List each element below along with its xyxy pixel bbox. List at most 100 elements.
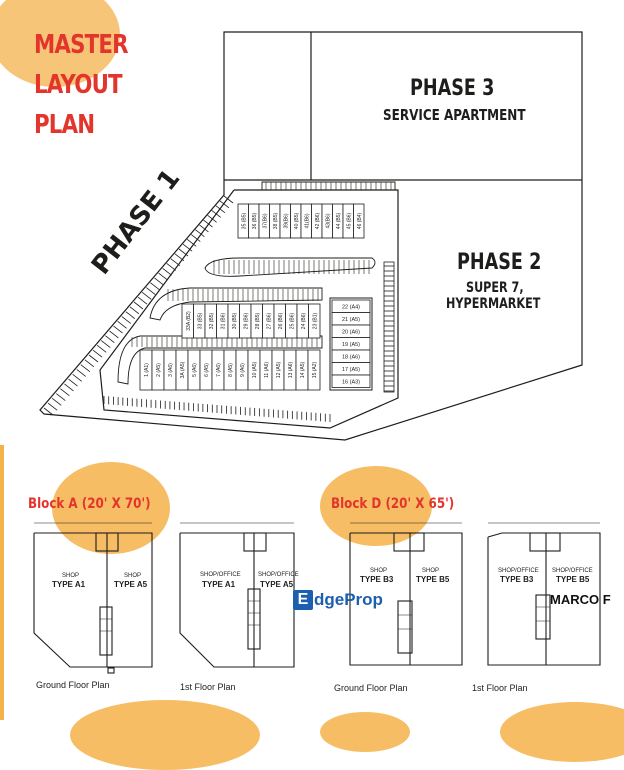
lot-label: 12 (A5) (276, 361, 282, 378)
block-a-title: Block A (20' X 70') (28, 496, 151, 512)
lot: 20 (A6) (331, 324, 371, 338)
lot: 18 (A6) (331, 349, 371, 363)
lot: 13 (A6) (283, 349, 297, 391)
lot-label: 17 (A5) (342, 367, 360, 373)
bottom-parking-strip (103, 396, 331, 422)
lot: 16 (A3) (331, 374, 371, 388)
lot: 28 (B5) (250, 303, 263, 339)
parking-row-curve-1 (204, 257, 376, 277)
d-first-right-top: SHOP/OFFICE (552, 568, 593, 574)
lot-box (308, 303, 321, 339)
block-d-title: Block D (20' X 65') (331, 496, 455, 512)
lot: 38 (B5) (269, 203, 281, 239)
block-a-first-caption: 1st Floor Plan (180, 682, 236, 692)
lot: 41(B6) (300, 203, 312, 239)
lot-label: 36 (B5) (252, 212, 258, 229)
parking-bay (43, 407, 54, 416)
lot-label: 29 (B6) (243, 312, 249, 329)
d-first-right-type: TYPE B5 (556, 575, 590, 584)
parking-bay (56, 393, 66, 401)
lot: 39(B6) (279, 203, 291, 239)
lot-label: 3 (A6) (168, 363, 174, 377)
d-ground-right-type: TYPE B5 (416, 575, 450, 584)
lot-label: 30 (B5) (232, 312, 238, 329)
lot: 2 (A5) (151, 349, 165, 391)
lot: 29 (B6) (239, 303, 252, 339)
d-first-left-type: TYPE B3 (500, 575, 534, 584)
shop-lots: 35 (B5)36 (B5)37(B6)38 (B5)39(B6)40 (B5)… (139, 203, 371, 391)
parking-bay (170, 258, 181, 266)
parking-bay (125, 311, 136, 319)
lot: 27 (B6) (262, 303, 275, 339)
lot: 1 (A1) (139, 349, 153, 391)
lot-label: 41(B6) (304, 213, 310, 228)
parking-bay (191, 234, 201, 242)
a-ground-right-type: TYPE A5 (114, 580, 148, 589)
edgeprop-logo-icon: E (293, 590, 313, 610)
parking-bay (150, 282, 160, 291)
block-d-ground-caption: Ground Floor Plan (334, 683, 408, 693)
edgeprop-logo: E dgeProp (293, 590, 383, 610)
lot: 19 (A5) (331, 337, 371, 351)
parking-bay (88, 354, 99, 363)
lot-label: 23 (B1) (312, 312, 318, 329)
lot: 21 (A5) (331, 312, 371, 326)
lot-label: 22 (A4) (342, 305, 360, 311)
parking-column-frame (383, 261, 395, 393)
lot: 44 (B5) (332, 203, 344, 239)
lot-label: 45 (B6) (346, 212, 352, 229)
block-d-first-plan (487, 522, 601, 666)
lot: 31 (B6) (216, 303, 229, 339)
parking-bay (105, 335, 115, 344)
lot: 7 (A6) (211, 349, 225, 391)
lot: 11 (A6) (259, 349, 273, 391)
lot-label: 27 (B6) (266, 312, 272, 329)
lot: 10 (A5) (247, 349, 261, 391)
lot-label: 46 (B4) (357, 212, 363, 229)
lot-label: 10 (A5) (252, 361, 258, 378)
block-a-ground-plan (33, 522, 153, 674)
parking-bay (84, 359, 95, 368)
phase2-line2: HYPERMARKET (446, 296, 541, 312)
parking-bay (158, 272, 168, 281)
lot-box (353, 203, 365, 239)
lot-label: 25 (B6) (289, 312, 295, 329)
lot: 24 (B6) (296, 303, 309, 339)
d-ground-left-top: SHOP (370, 568, 388, 574)
parking-bay (215, 205, 226, 213)
inner-boundary (99, 189, 399, 429)
right-lot-block (329, 297, 373, 391)
parking-bay (76, 369, 86, 377)
lot-label: 28 (B5) (255, 312, 261, 329)
parking-bay (47, 402, 58, 411)
phase2-title: PHASE 2 (457, 250, 542, 275)
lot-label: 11 (A6) (264, 362, 270, 378)
lot: 9 (A6) (235, 349, 249, 391)
parking-bay (96, 345, 107, 353)
lot: 15 (A2) (307, 349, 321, 391)
a-ground-left-type: TYPE A1 (52, 580, 86, 589)
parking-row-top (261, 181, 396, 191)
lot: 25 (B6) (285, 303, 298, 339)
lot: 3A (A5) (175, 349, 189, 391)
lot-box (331, 374, 371, 388)
lot-label: 33A (B2) (186, 311, 192, 331)
parking-bay (60, 388, 70, 397)
block-a-ground-caption: Ground Floor Plan (36, 680, 110, 690)
lot: 6 (A5) (199, 349, 213, 391)
phase2-line1: SUPER 7, (466, 280, 524, 296)
parking-bay (146, 287, 156, 295)
lot: 43(B6) (321, 203, 333, 239)
decor-blob-bottom-mid (320, 712, 410, 752)
a-ground-left-top: SHOP (62, 573, 80, 579)
lot-label: 15 (A2) (312, 361, 318, 378)
lot: 5 (A6) (187, 349, 201, 391)
lot: 46 (B4) (353, 203, 365, 239)
parking-bay (64, 383, 74, 392)
lot-label: 19 (A5) (342, 342, 360, 348)
parking-bay (166, 263, 176, 271)
curved-parking-ticks (131, 182, 392, 347)
lot: 42 (B6) (311, 203, 323, 239)
lot-label: 7 (A6) (216, 363, 222, 377)
parking-bay (219, 200, 230, 209)
